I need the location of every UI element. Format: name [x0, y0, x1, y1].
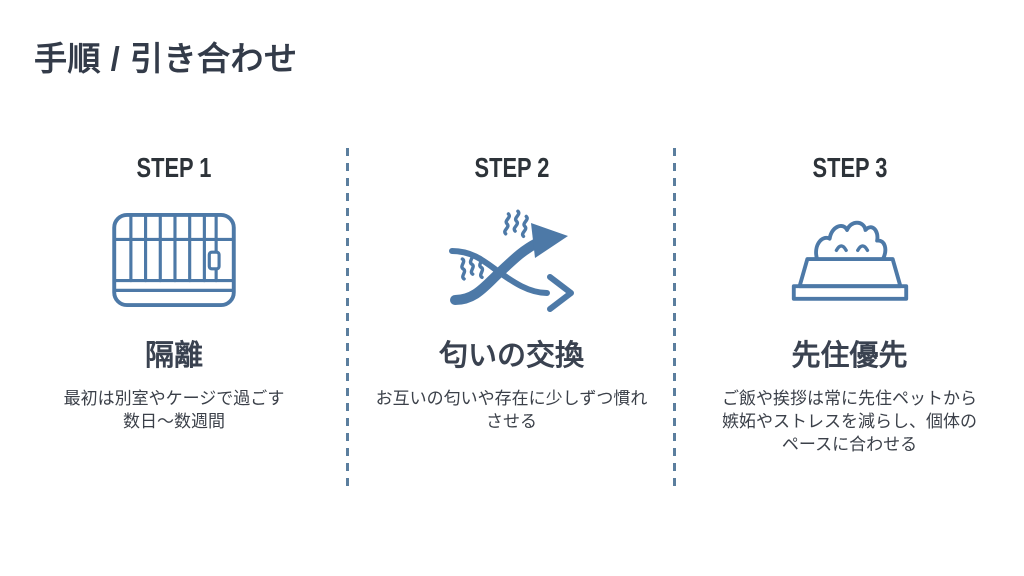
step-2-heading: 匂いの交換 — [438, 340, 584, 372]
step-1-description: 最初は別室やケージで過ごす 数日〜数週間 — [63, 389, 285, 431]
dashed-divider-2 — [673, 148, 676, 492]
pet-cage-icon — [110, 190, 238, 330]
step-1-label: STEP 1 — [136, 152, 212, 183]
step-1-heading: 隔離 — [144, 340, 203, 372]
step-2-column: STEP 2 — [348, 140, 675, 456]
dashed-divider-1 — [346, 148, 349, 492]
step-3-column: STEP 3 先住優先 ご飯や挨拶は常に先住ペットから 嫉妬やストレスを減らし、… — [675, 140, 1024, 456]
page-title: 手順 / 引き合わせ — [34, 40, 298, 77]
step-2-description: お互いの匂いや存在に少しずつ慣れ させる — [375, 389, 648, 431]
step-1-column: STEP 1 隔離 最初は別室やケージで過ごす 数日〜数週間 — [0, 140, 348, 456]
scent-swap-arrows-icon — [447, 190, 577, 330]
step-2-label: STEP 2 — [474, 152, 549, 183]
steps-row: STEP 1 隔離 最初は別室やケージで過ごす 数日〜数週間 STEP 2 — [0, 140, 1024, 492]
step-3-description: ご飯や挨拶は常に先住ペットから 嫉妬やストレスを減らし、個体の ペースに合わせる — [722, 389, 977, 454]
step-3-label: STEP 3 — [812, 152, 887, 183]
step-3-heading: 先住優先 — [791, 340, 908, 372]
pet-food-bowl-icon — [787, 190, 913, 330]
